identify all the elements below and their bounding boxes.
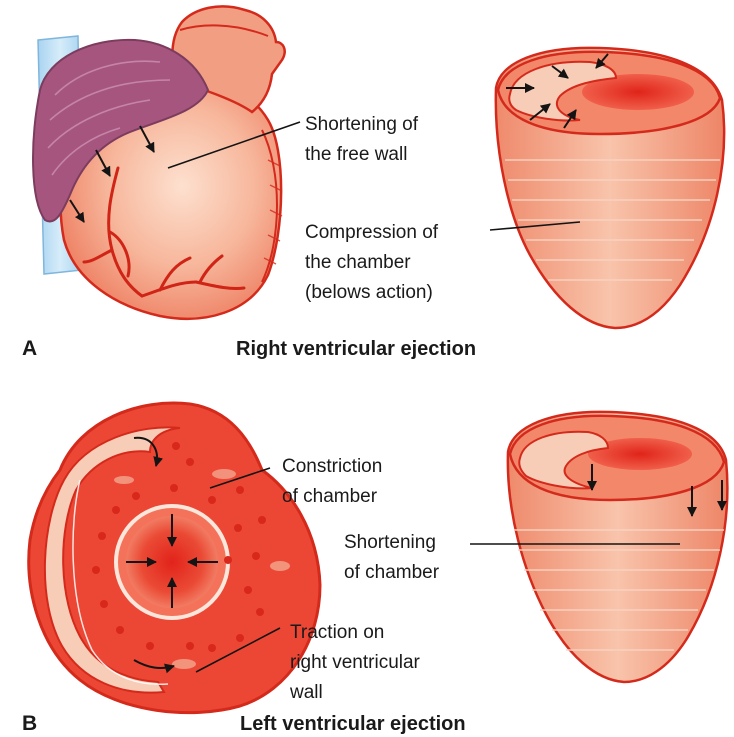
label-compression-2: the chamber (305, 252, 411, 273)
left-ventricle-section-top (508, 412, 728, 682)
panel-letter-a: A (22, 337, 37, 360)
label-shortening-chamber-2: of chamber (344, 562, 440, 583)
right-heart-external-view (33, 6, 285, 318)
panel-title-b: Left ventricular ejection (240, 713, 466, 735)
label-constriction-2: of chamber (282, 486, 378, 507)
label-traction-1: Traction on (290, 622, 384, 643)
panel-title-a: Right ventricular ejection (236, 338, 476, 360)
label-shortening-chamber-1: Shortening (344, 532, 436, 553)
label-shortening-free-wall-1: Shortening of (305, 114, 419, 135)
label-compression-3: (belows action) (305, 282, 433, 303)
label-constriction-1: Constriction (282, 456, 382, 477)
right-ventricle-section-top (496, 48, 724, 328)
panel-letter-b: B (22, 712, 37, 735)
label-traction-3: wall (289, 682, 323, 703)
label-traction-2: right ventricular (290, 652, 421, 673)
ventricles-cross-section (29, 403, 320, 713)
label-compression-1: Compression of (305, 222, 439, 243)
label-shortening-free-wall-2: the free wall (305, 144, 407, 165)
